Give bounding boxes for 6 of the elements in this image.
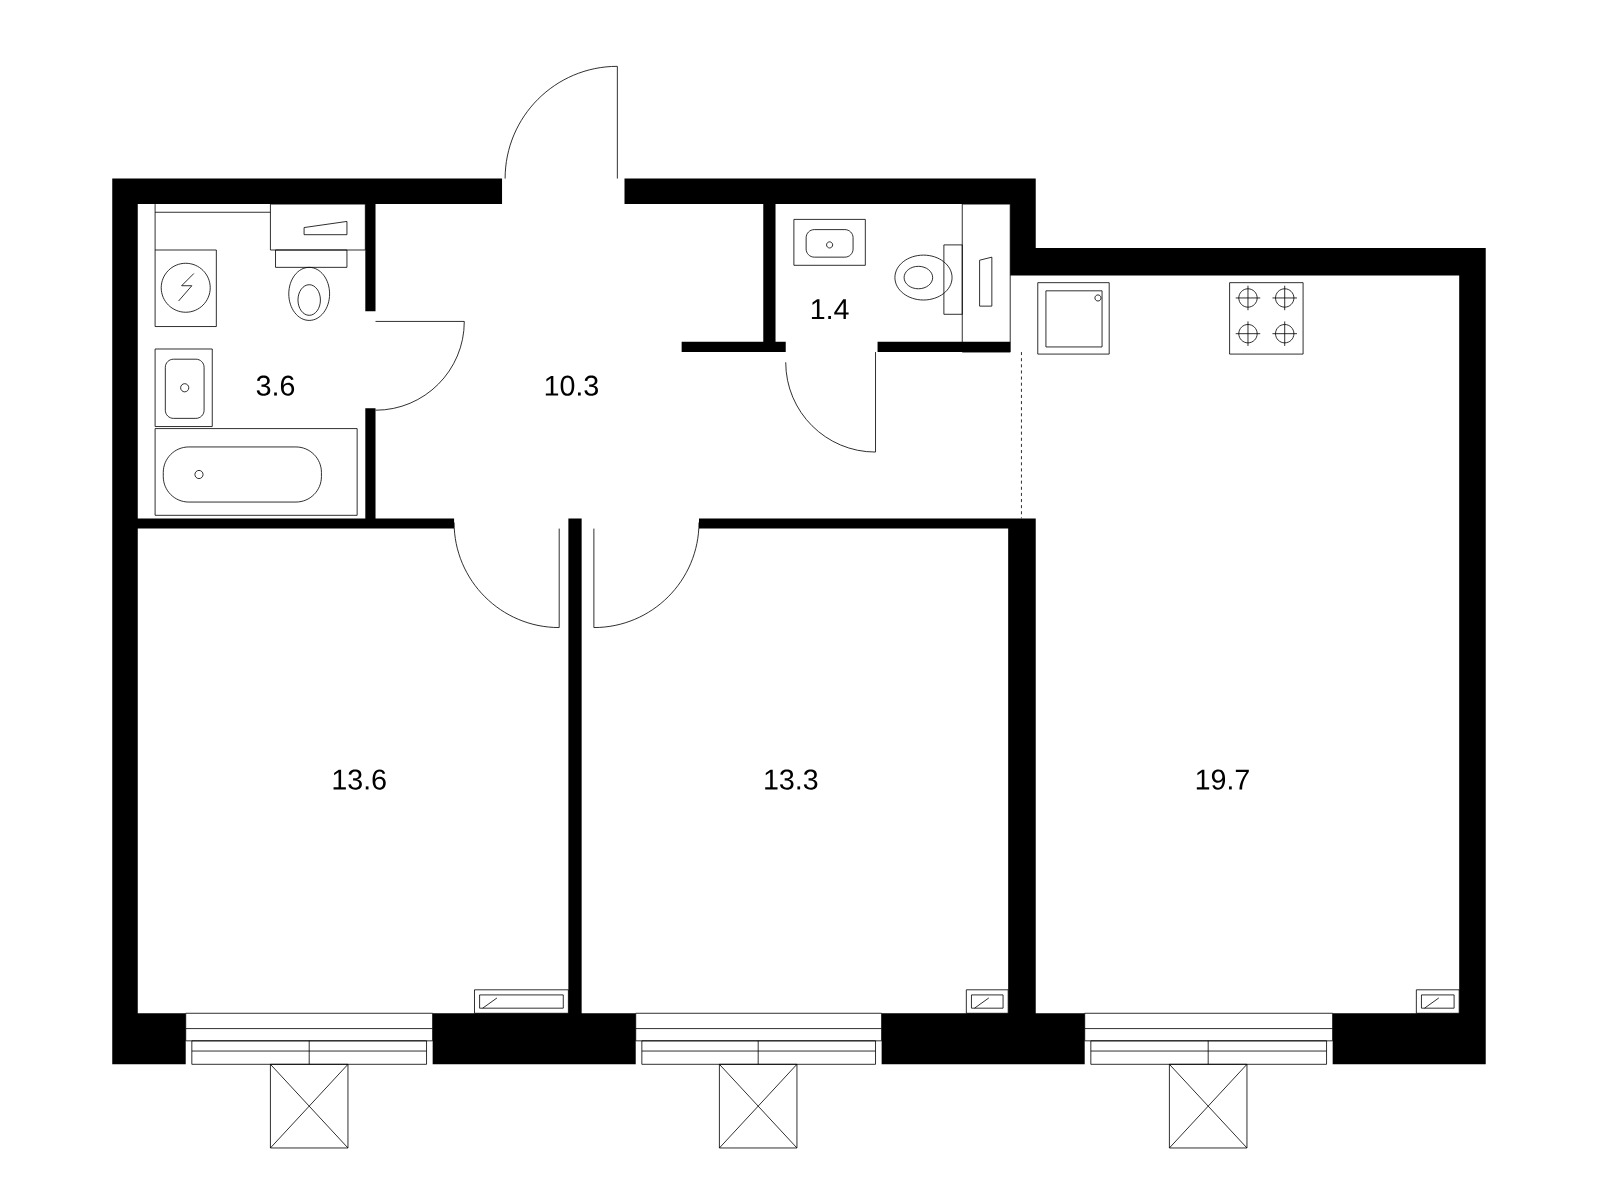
room-area-label: 1.4 (811, 299, 849, 319)
room-area-label: 19.7 (1196, 769, 1249, 790)
room-area-label: 3.6 (256, 375, 295, 396)
room-area-label: 13.6 (333, 769, 386, 790)
room-area-label: 13.3 (765, 769, 818, 790)
room-area-label: 10.3 (545, 375, 598, 396)
